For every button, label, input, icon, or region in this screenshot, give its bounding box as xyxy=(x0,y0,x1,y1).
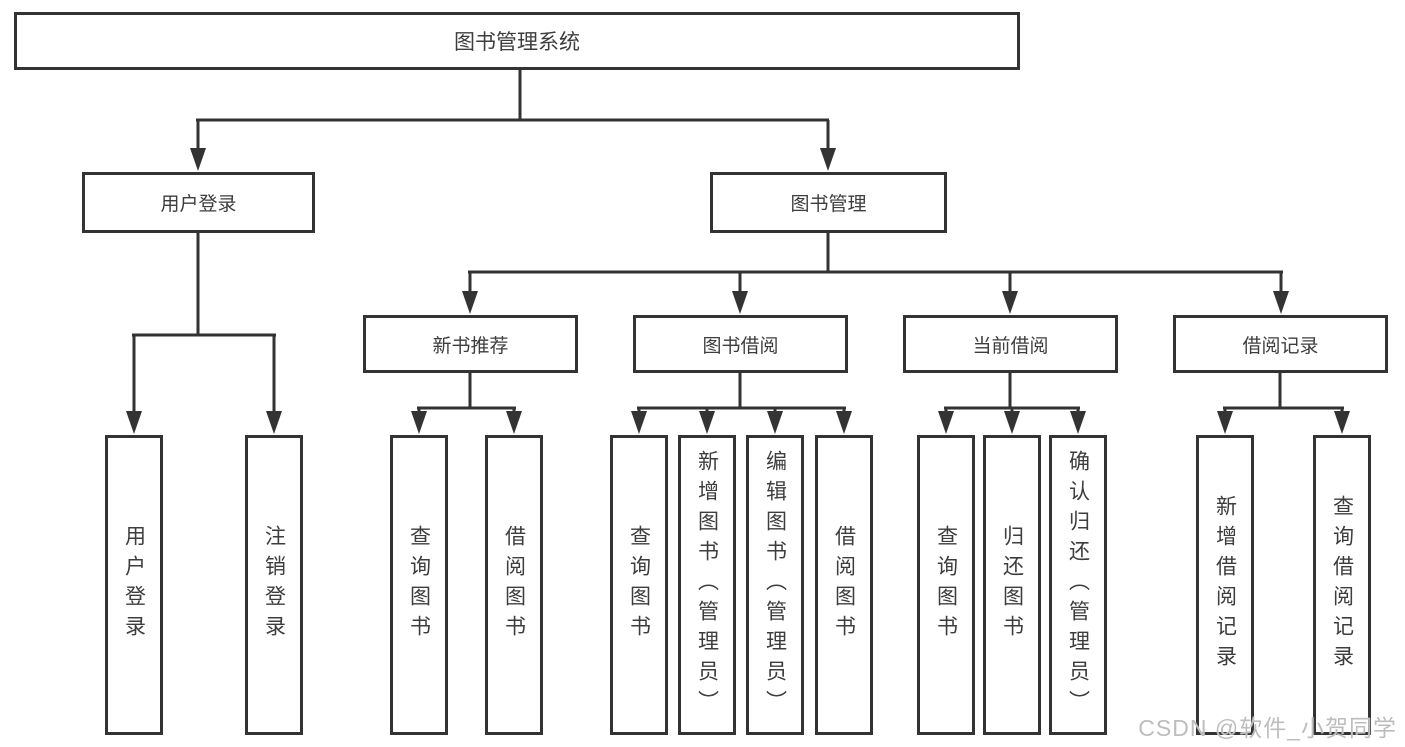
leaf-query-book-3-label: 查询图书 xyxy=(934,525,958,645)
node-book-mgmt-label: 图书管理 xyxy=(790,194,867,215)
node-root-system: 图书管理系统 xyxy=(14,12,1020,70)
connector-book-borrow-to-leaves xyxy=(631,373,852,434)
leaf-logout: 注销登录 xyxy=(245,435,303,735)
connector-user-login-to-leaves xyxy=(126,233,282,434)
csdn-watermark: CSDN @软件_小贺同学 xyxy=(1138,715,1397,741)
leaf-add-book-admin-label: 新增图书（管理员） xyxy=(695,450,719,720)
leaf-borrow-book-1-label: 借阅图书 xyxy=(502,525,526,645)
leaf-logout-label: 注销登录 xyxy=(262,525,286,645)
node-new-book-rec: 新书推荐 xyxy=(363,315,578,373)
node-borrow-records: 借阅记录 xyxy=(1173,315,1388,373)
leaf-edit-book-admin-label: 编辑图书（管理员） xyxy=(763,450,787,720)
leaf-return-book-label: 归还图书 xyxy=(1000,525,1024,645)
leaf-query-book-2-label: 查询图书 xyxy=(627,525,651,645)
leaf-user-login: 用户登录 xyxy=(105,435,163,735)
node-book-borrow-label: 图书借阅 xyxy=(702,335,779,357)
node-user-login-label: 用户登录 xyxy=(160,194,237,215)
node-new-book-rec-label: 新书推荐 xyxy=(432,335,509,357)
node-current-borrow: 当前借阅 xyxy=(903,315,1118,373)
leaf-query-book-2: 查询图书 xyxy=(610,435,668,735)
node-current-borrow-label: 当前借阅 xyxy=(972,335,1049,357)
connector-new-book-rec-to-leaves xyxy=(411,373,522,434)
leaf-edit-book-admin: 编辑图书（管理员） xyxy=(746,435,804,735)
node-book-borrow: 图书借阅 xyxy=(633,315,848,373)
node-book-mgmt: 图书管理 xyxy=(710,172,947,233)
connector-book-mgmt-to-level3 xyxy=(462,233,1289,314)
leaf-query-borrow-record: 查询借阅记录 xyxy=(1313,435,1371,735)
leaf-borrow-book-1: 借阅图书 xyxy=(485,435,543,735)
leaf-confirm-return-admin-label: 确认归还（管理员） xyxy=(1066,450,1090,720)
leaf-add-borrow-record-label: 新增借阅记录 xyxy=(1213,495,1237,675)
connector-borrow-records-to-leaves xyxy=(1217,373,1350,434)
node-borrow-records-label: 借阅记录 xyxy=(1242,335,1319,357)
leaf-query-book-1: 查询图书 xyxy=(390,435,448,735)
connector-root-to-level2 xyxy=(190,70,836,171)
leaf-query-book-3: 查询图书 xyxy=(917,435,975,735)
node-user-login: 用户登录 xyxy=(82,172,315,233)
leaf-borrow-book-2: 借阅图书 xyxy=(815,435,873,735)
leaf-query-borrow-record-label: 查询借阅记录 xyxy=(1330,495,1354,675)
leaf-user-login-label: 用户登录 xyxy=(122,525,146,645)
leaf-add-book-admin: 新增图书（管理员） xyxy=(678,435,736,735)
leaf-return-book: 归还图书 xyxy=(983,435,1041,735)
node-root-label: 图书管理系统 xyxy=(454,31,580,54)
leaf-confirm-return-admin: 确认归还（管理员） xyxy=(1049,435,1107,735)
leaf-query-book-1-label: 查询图书 xyxy=(407,525,431,645)
leaf-add-borrow-record: 新增借阅记录 xyxy=(1196,435,1254,735)
leaf-borrow-book-2-label: 借阅图书 xyxy=(832,525,856,645)
connector-current-borrow-to-leaves xyxy=(938,373,1086,434)
